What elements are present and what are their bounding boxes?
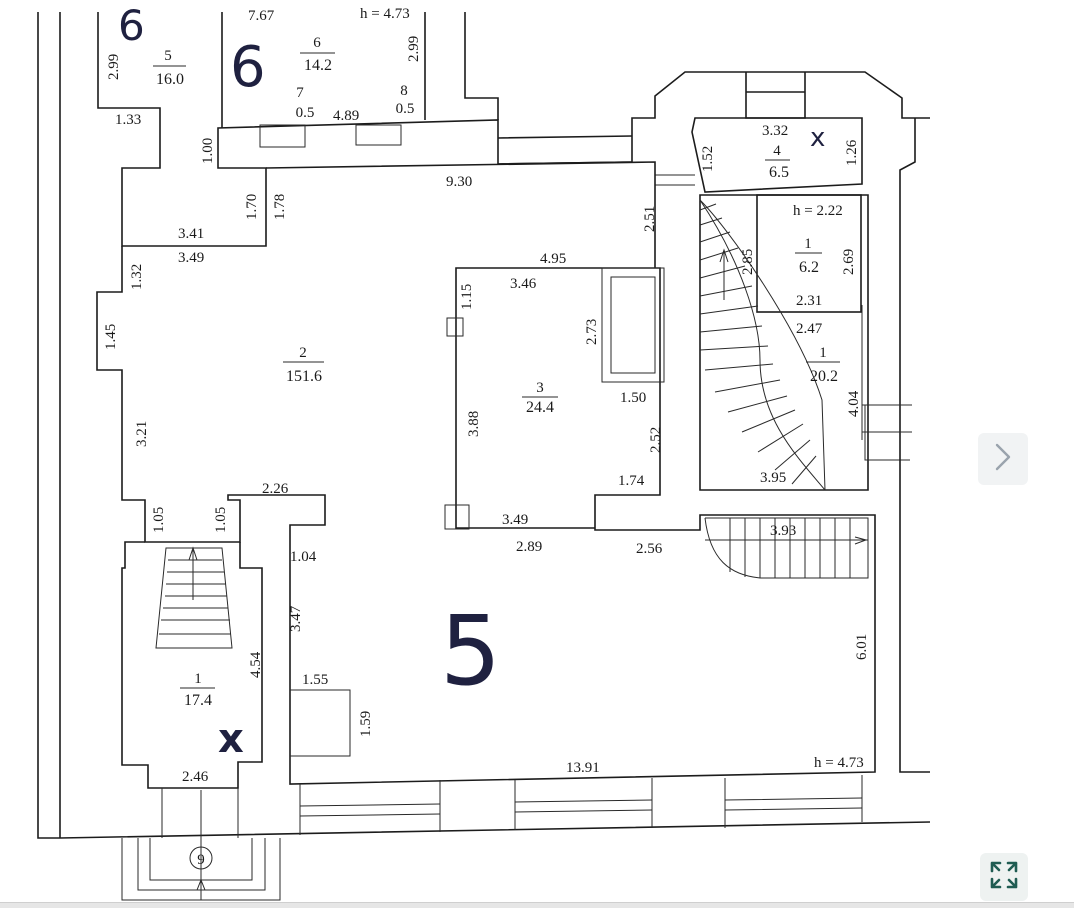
dim-label: 1.55 (302, 672, 328, 688)
handwritten-digit-center: 6 (230, 35, 266, 100)
dim-label: 3.88 (466, 411, 482, 437)
room-5-area: 16.0 (156, 71, 184, 88)
dim-label: 1.00 (200, 138, 216, 164)
dim-label: 1.78 (272, 194, 288, 220)
dim-label: 1.04 (290, 549, 317, 565)
dim-label: 4.95 (540, 251, 566, 267)
dim-label: 4.89 (333, 108, 359, 124)
room-2-area: 151.6 (286, 368, 322, 385)
dim-label: 3.93 (770, 523, 796, 539)
dim-label: 3.41 (178, 226, 204, 242)
dim-label: 1.50 (620, 390, 646, 406)
room-3-number: 3 (536, 380, 544, 396)
dim-label: 2.51 (642, 206, 658, 232)
dim-label: 1.15 (459, 284, 475, 310)
dim-label: 4.04 (846, 390, 862, 417)
dim-label: 3.46 (510, 276, 537, 292)
room-4-number: 4 (773, 143, 781, 159)
dim-label: 2.26 (262, 481, 289, 497)
dim-label: 3.47 (288, 605, 304, 632)
dim-label: 2.99 (406, 36, 422, 62)
dim-label: 2.56 (636, 541, 663, 557)
dim-label: 2.73 (584, 319, 600, 345)
expand-arrows-icon (986, 857, 1022, 898)
dim-label: 1.74 (618, 473, 645, 489)
dim-label: 3.32 (762, 123, 788, 139)
room-2-number: 2 (299, 345, 307, 361)
handwritten-x-bottom: x (218, 716, 244, 762)
dim-label: 1.45 (103, 324, 119, 350)
dim-label: 3.21 (134, 421, 150, 447)
room-1-small-area: 6.2 (799, 259, 819, 276)
handwritten-x-top: x (810, 123, 825, 153)
room-1-lower-number: 1 (194, 671, 202, 687)
straight-stair-treads (159, 559, 231, 635)
dim-label: 1.59 (358, 711, 374, 737)
handwritten-annotations: 6 6 5 x x (118, 1, 825, 762)
room-1-lower-area: 17.4 (184, 692, 212, 709)
dim-label: 1.32 (129, 264, 145, 290)
dim-label: 2.47 (796, 321, 823, 337)
handwritten-digit-large: 5 (440, 595, 501, 707)
dim-label: 7.67 (248, 8, 275, 24)
room-6-area: 14.2 (304, 57, 332, 74)
entrance-marker-label: 9 (197, 852, 205, 868)
room-1-stair-number: 1 (819, 345, 827, 361)
curved-stair-treads (699, 203, 817, 485)
room-8-area: 0.5 (396, 101, 415, 117)
stair-room-walls (121, 541, 263, 789)
floor-plan-image: 5 16.0 6 14.2 7 0.5 8 0.5 4 6.5 1 6.2 2 … (37, 1, 931, 901)
entrance-marker-circle (189, 846, 213, 870)
room-5-number: 5 (164, 48, 172, 64)
chevron-right-icon (992, 441, 1014, 478)
dimension-labels: 7.67 h = 4.73 2.99 2.99 1.33 1.00 4.89 3… (103, 6, 870, 785)
dim-label: 1.05 (213, 507, 229, 533)
dim-label: 13.91 (566, 760, 600, 776)
horizontal-scrollbar[interactable] (0, 902, 1074, 908)
next-image-button[interactable] (978, 433, 1028, 485)
stair-block-walls (699, 194, 869, 491)
dim-label: h = 4.73 (814, 755, 864, 771)
dim-label: 2.69 (841, 249, 857, 275)
dim-label: 2.31 (796, 293, 822, 309)
dim-label: 2.85 (740, 249, 756, 275)
dim-label: 1.05 (151, 507, 167, 533)
dim-label: 2.52 (648, 427, 664, 453)
room-1-small-walls (756, 194, 862, 313)
handwritten-digit-top-left: 6 (118, 1, 145, 50)
dim-label: 2.89 (516, 539, 542, 555)
bottom-windows (299, 775, 863, 835)
dim-label: 3.49 (502, 512, 528, 528)
dim-label: 2.99 (106, 54, 122, 80)
dim-label: 3.49 (178, 250, 204, 266)
room-3-area: 24.4 (526, 399, 554, 416)
room-8-number: 8 (400, 83, 408, 99)
fullscreen-button[interactable] (980, 853, 1028, 901)
dim-label: 1.70 (244, 194, 260, 220)
room-6-number: 6 (313, 35, 321, 51)
dim-label: 4.54 (248, 651, 264, 678)
dim-label: h = 2.22 (793, 203, 843, 219)
room-7-number: 7 (296, 85, 304, 101)
dim-label: h = 4.73 (360, 6, 410, 22)
main-hall-walls (96, 246, 876, 785)
dim-label: 2.46 (182, 769, 209, 785)
dim-label: 6.01 (854, 634, 870, 660)
dim-label: 3.95 (760, 470, 786, 486)
room-1-stair-area: 20.2 (810, 368, 838, 385)
room-7-area: 0.5 (296, 105, 315, 121)
lower-right-stair (704, 517, 869, 579)
outer-wall-left (37, 12, 931, 839)
room-4-walls (691, 117, 863, 193)
dim-label: 1.33 (115, 112, 141, 128)
room-labels: 5 16.0 6 14.2 7 0.5 8 0.5 4 6.5 1 6.2 2 … (153, 35, 840, 709)
dim-label: 1.26 (844, 139, 860, 166)
room-1-small-number: 1 (804, 236, 812, 252)
room-4-area: 6.5 (769, 164, 789, 181)
dim-label: 1.52 (700, 146, 716, 172)
dim-label: 9.30 (446, 174, 472, 190)
